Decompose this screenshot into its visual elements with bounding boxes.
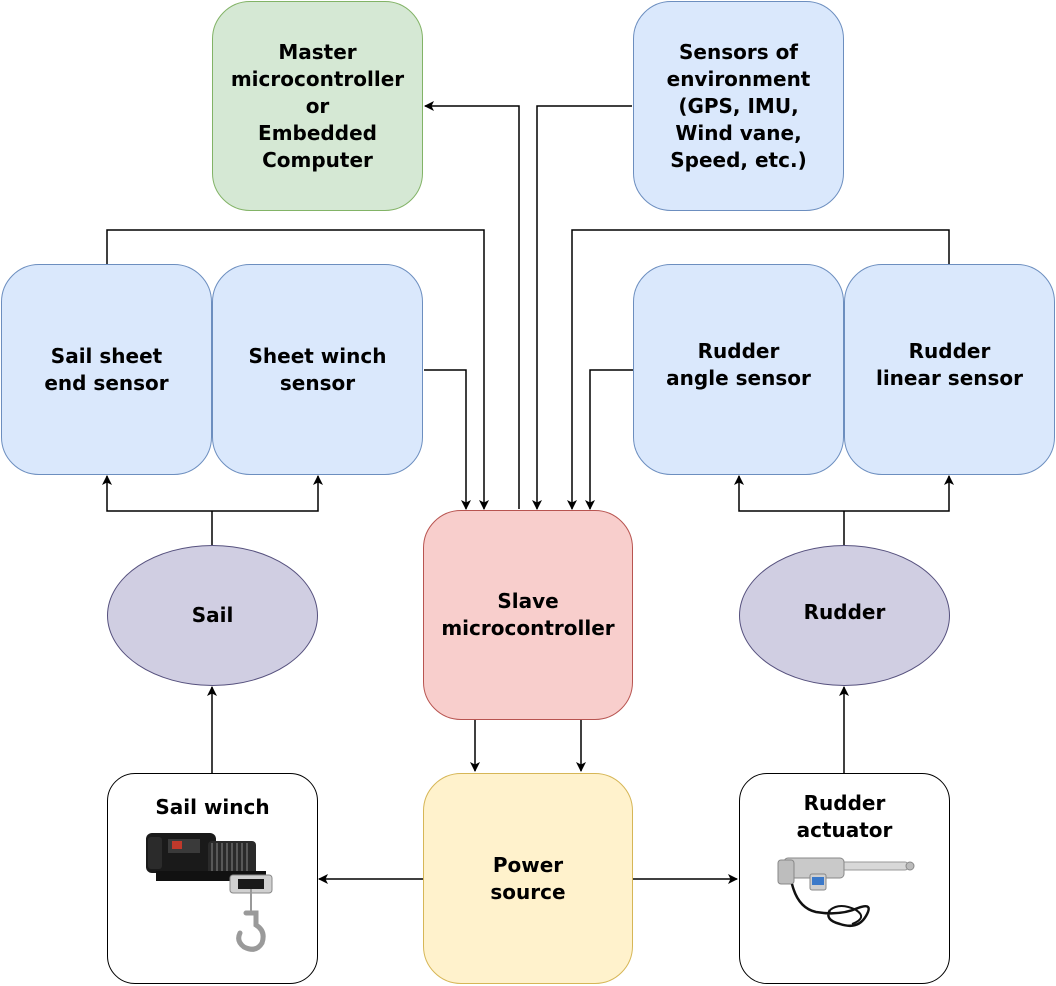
connector-sailsheet-to-slave (106, 229, 489, 510)
environment-sensors-node: Sensors of environment (GPS, IMU, Wind v… (633, 1, 844, 211)
winch-photo-icon (145, 833, 272, 952)
rudder-actuator-node: Rudder actuator (739, 773, 950, 984)
node-label-line: Rudder (697, 338, 780, 363)
node-label-line: Rudder (908, 338, 991, 363)
node-label-line: Wind vane, (675, 120, 802, 145)
node-label-line: (GPS, IMU, (678, 93, 799, 118)
rudder-linear-sensor-node: Rudder linear sensor (844, 264, 1055, 475)
node-label-line: Rudder (803, 600, 886, 624)
node-label-line: Slave (497, 589, 559, 613)
node-label-line: environment (666, 66, 811, 91)
node-label-line: linear sensor (875, 365, 1024, 390)
node-label-line: Sensors of (678, 39, 799, 64)
connector-slave-to-master (424, 101, 520, 509)
slave-microcontroller-node: Slave microcontroller (423, 510, 633, 720)
node-label-line: sensor (279, 370, 356, 395)
node-label-line: source (490, 879, 566, 904)
connector-rudder-to-angle (734, 475, 844, 512)
node-label-line: microcontroller (230, 66, 405, 91)
node-label-line: Computer (262, 147, 373, 172)
node-label-line: angle sensor (666, 365, 811, 390)
sheet-winch-sensor-node: Sheet winch sensor (212, 264, 423, 475)
connector-env-to-slave (532, 105, 632, 510)
sail-node: Sail (107, 545, 318, 686)
power-source-node: Power source (423, 773, 633, 984)
node-label-line: Sheet winch (248, 343, 387, 368)
rudder-node: Rudder (739, 545, 950, 686)
node-label-line: actuator (796, 818, 893, 842)
sail-winch-node: Sail winch (107, 773, 318, 984)
connector-sheetwinch-to-slave (424, 369, 471, 510)
sail-sheet-end-sensor-node: Sail sheet end sensor (1, 264, 212, 475)
node-label-line: microcontroller (441, 616, 615, 640)
node-label-line: Speed, etc.) (670, 147, 807, 172)
connector-sail-to-sheetwinch (212, 475, 323, 512)
node-label-line: end sensor (44, 370, 169, 395)
linear-actuator-photo-icon (777, 857, 914, 927)
node-label-line: Embedded (258, 120, 377, 145)
connector-rudderangle-to-slave (585, 369, 633, 510)
rudder-angle-sensor-node: Rudder angle sensor (633, 264, 844, 475)
node-label-line: or (305, 93, 330, 118)
node-label-line: Sail (191, 603, 234, 627)
connector-rudder-to-linear (844, 475, 954, 512)
connector-sail-to-sheetend (102, 475, 212, 512)
node-label-line: Rudder (803, 791, 886, 815)
node-label-line: Master (278, 39, 357, 64)
connector-rudderlinear-to-slave (567, 229, 950, 510)
node-label-line: Sail sheet (50, 343, 163, 368)
node-label-line: Sail winch (155, 795, 270, 819)
node-label-line: Power (492, 852, 564, 877)
master-controller-node: Master microcontroller or Embedded Compu… (212, 1, 423, 211)
